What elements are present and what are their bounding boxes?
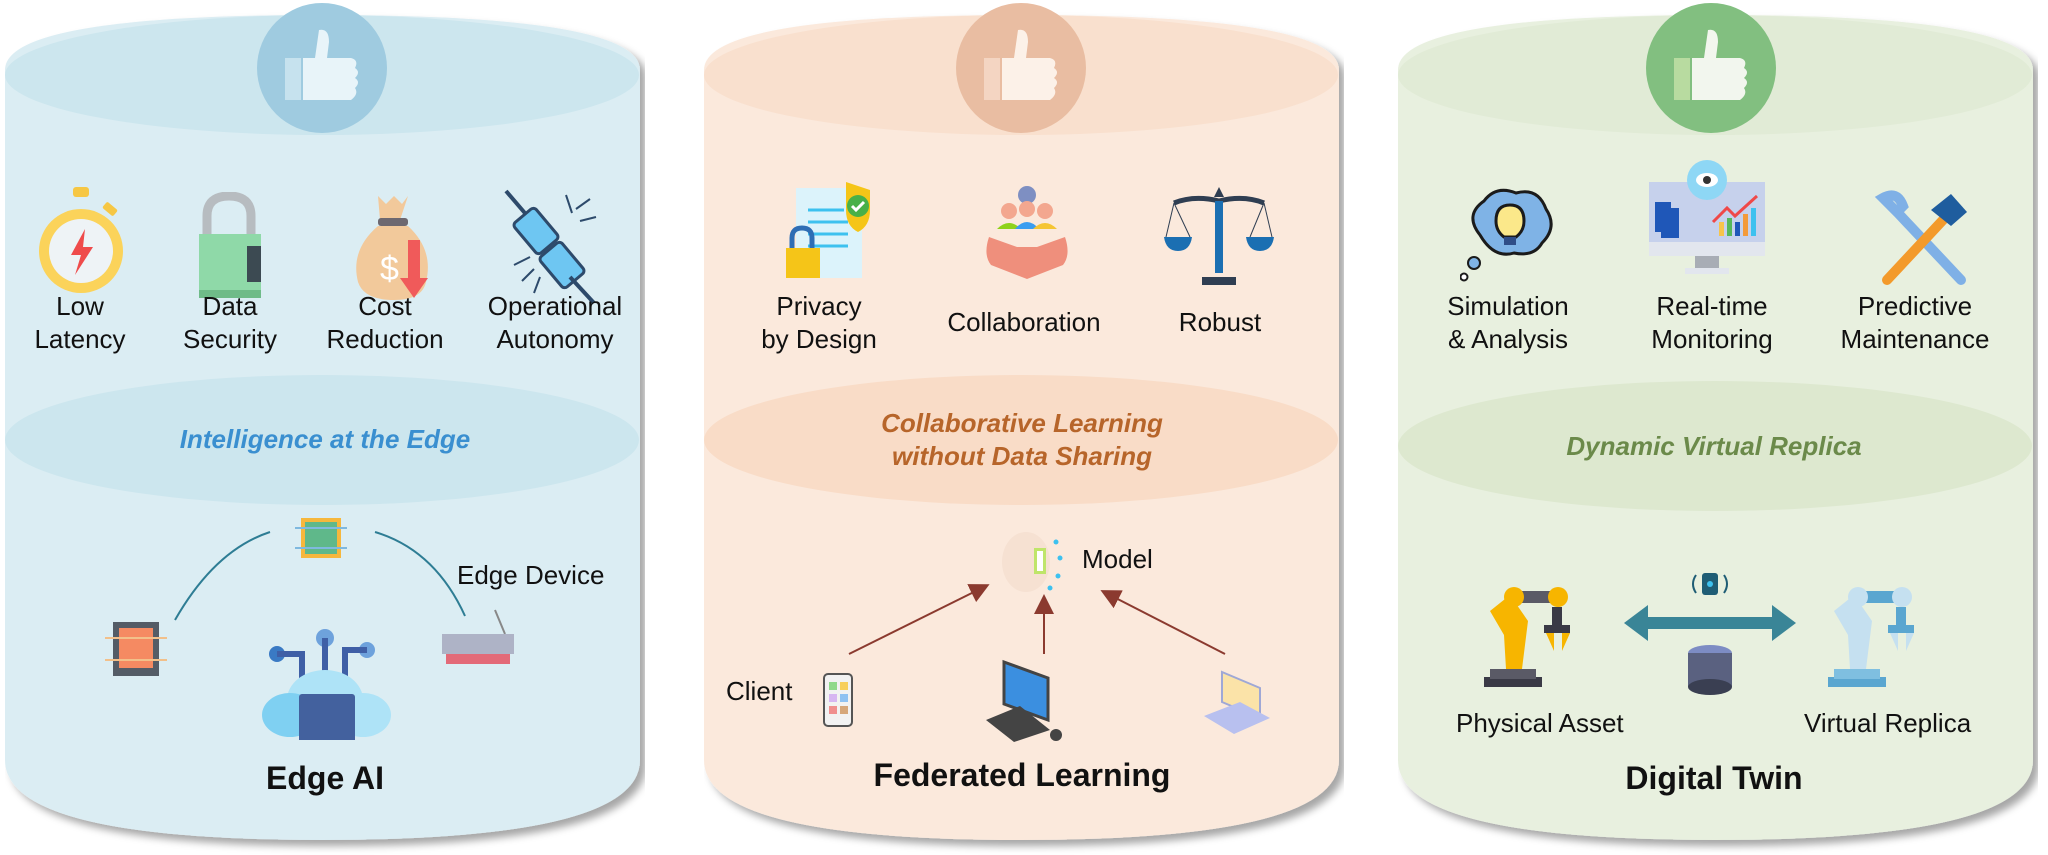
connection-line [174,531,271,621]
thumbs-up-icon [984,29,1057,100]
sync-arrow-icon [1624,605,1796,641]
cloud-ai-icon [262,629,391,740]
laptop-icon [1204,670,1270,734]
scales-icon [1164,187,1274,285]
benefit-label-robust: Robust [1178,307,1262,337]
router-icon [442,609,514,664]
smartphone-icon [823,673,853,727]
client-label: Client [726,676,793,706]
virtual-robot-arm-icon [1828,587,1914,687]
benefit-label-simulation: Simulation& Analysis [1447,291,1569,354]
idea-cloud-icon [1460,188,1553,282]
panel-title: Digital Twin [1625,760,1803,796]
client-arrow [1100,590,1226,655]
plug-connector-icon [504,189,597,305]
chip-icon [295,518,347,558]
virtual-replica-label: Virtual Replica [1804,708,1972,738]
padlock-icon [199,192,261,298]
physical-robot-arm-icon [1484,587,1570,687]
brain-model-icon [1002,532,1063,592]
digital-twin-diagram [1484,573,1914,695]
cylinder-shape [5,3,640,840]
stopwatch-icon [39,187,123,293]
client-arrow [848,584,990,655]
federated-diagram [823,532,1270,742]
physical-asset-label: Physical Asset [1456,708,1624,738]
desktop-computer-icon [986,659,1062,742]
benefit-label-collaboration: Collaboration [947,307,1101,337]
edge-device-label: Edge Device [457,560,605,590]
money-bag-down-icon: $ [356,196,428,300]
panel-subtitle: Dynamic Virtual Replica [1566,431,1862,461]
thumbs-up-icon [1674,29,1747,100]
monitor-analytics-icon [1649,160,1765,274]
panel-title: Federated Learning [873,757,1171,793]
edge-network-diagram [105,518,514,740]
wrench-hammer-icon [1874,190,1967,285]
model-label: Model [1082,544,1153,574]
handshake-team-icon [986,186,1068,279]
privacy-document-icon [786,182,870,278]
panel-subtitle: Intelligence at the Edge [179,424,471,454]
processor-icon [105,622,167,676]
svg-text:$: $ [380,250,399,288]
panel-title: Edge AI [266,760,384,796]
database-icon [1688,645,1732,695]
connection-line [374,531,466,617]
thumbs-up-icon [285,29,358,100]
wireless-sensor-icon [1692,573,1728,595]
cylinder-shape [1398,3,2033,840]
